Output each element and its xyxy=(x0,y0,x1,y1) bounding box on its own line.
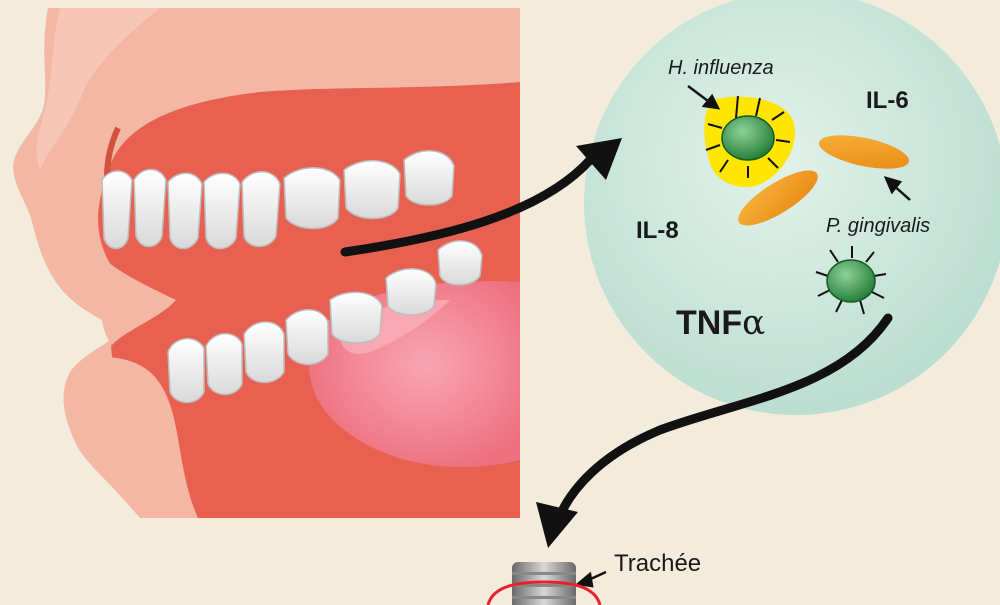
lower-lip xyxy=(67,357,198,518)
p-gingivalis-cell-icon xyxy=(738,135,910,226)
lower-lip-fold xyxy=(100,262,176,345)
lip-shade xyxy=(36,8,160,170)
mouth-illustration xyxy=(13,8,521,518)
bacterium-icon xyxy=(815,246,887,315)
label-il6: IL-6 xyxy=(866,87,909,114)
arrow-mouth-to-circle xyxy=(340,138,622,257)
arrow-circle-to-trachea xyxy=(536,313,893,548)
label-tnf-alpha: TNFα xyxy=(676,303,765,343)
upper-teeth xyxy=(101,150,455,250)
zoom-circle xyxy=(584,0,1000,415)
h-influenza-bacterium xyxy=(704,95,796,187)
inflammation-zoom-circle xyxy=(584,0,1000,415)
label-tnf-greek: α xyxy=(742,303,765,343)
label-h-influenza: H. influenza xyxy=(668,57,774,79)
label-il8: IL-8 xyxy=(636,217,679,244)
label-trachee: Trachée xyxy=(614,550,701,577)
pointer-arrows xyxy=(575,85,911,588)
lower-teeth xyxy=(167,240,483,404)
label-tnf-prefix: TNF xyxy=(676,304,742,342)
trachea-icon xyxy=(486,562,602,605)
label-p-gingivalis: P. gingivalis xyxy=(826,215,930,237)
bacterium-icon xyxy=(705,95,791,178)
